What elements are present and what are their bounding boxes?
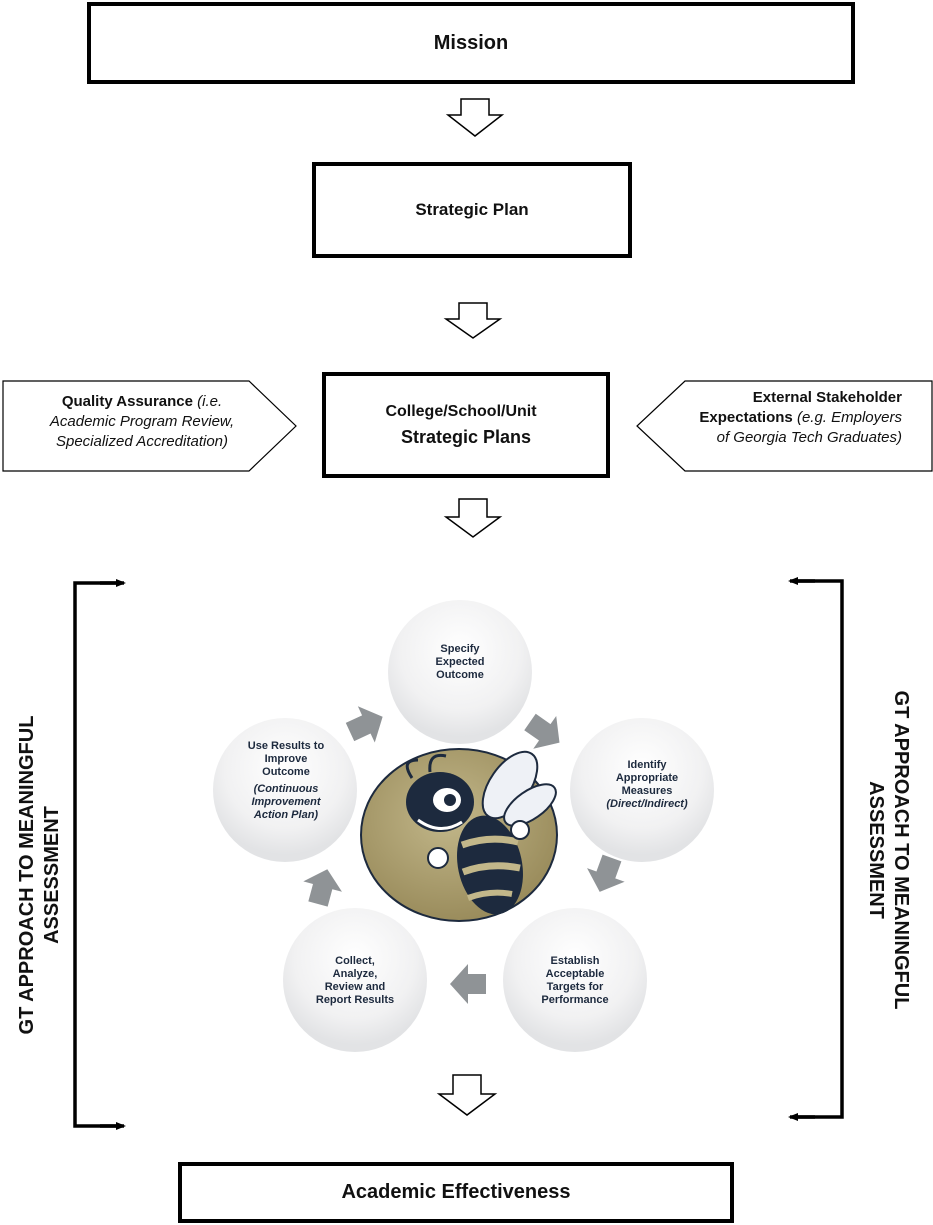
step-text: (Direct/Indirect)	[606, 798, 688, 810]
cycle-arrow-icon	[524, 713, 560, 749]
step-text: Specify	[440, 643, 480, 655]
cycle-arrow-icon	[303, 869, 342, 907]
down-arrow-icon	[443, 498, 503, 538]
quality-assurance-line3: Specialized Accreditation)	[55, 433, 229, 450]
cycle-step-use-results: Use Results to Improve Outcome (Continuo…	[228, 740, 344, 822]
cycle-step-circle	[503, 908, 647, 1052]
cycle-step-circle	[213, 718, 357, 862]
cycle-step-circle	[283, 908, 427, 1052]
step-text: Collect,	[335, 955, 375, 967]
down-arrow-icon	[445, 98, 505, 137]
step-text: Analyze,	[332, 968, 378, 980]
step-text: Expected	[435, 656, 485, 668]
step-text: Establish	[550, 955, 600, 967]
step-text: Appropriate	[615, 772, 679, 784]
step-text: Outcome	[436, 669, 484, 681]
cycle-step-circle	[570, 718, 714, 862]
cycle-step-collect: Collect, Analyze, Review and Report Resu…	[300, 955, 410, 1007]
cycle-arrow-icon	[345, 706, 383, 743]
academic-effectiveness-box: Academic Effectiveness	[178, 1162, 734, 1223]
cycle-step-specify: Specify Expected Outcome	[410, 643, 510, 682]
strategic-plan-label: Strategic Plan	[415, 200, 529, 219]
strategic-plan-box: Strategic Plan	[312, 162, 632, 258]
quality-assurance-title: Quality Assurance	[61, 393, 193, 410]
step-text: Review and	[324, 981, 386, 993]
cycle-step-identify: Identify Appropriate Measures (Direct/In…	[588, 759, 706, 811]
step-text: Outcome	[262, 766, 310, 778]
down-arrow-icon	[436, 1074, 498, 1116]
cycle-arrow-icon	[450, 964, 486, 1004]
step-text: Report Results	[315, 994, 395, 1006]
mission-label: Mission	[433, 31, 509, 54]
academic-effectiveness-label: Academic Effectiveness	[341, 1181, 571, 1203]
step-text: Action Plan)	[253, 809, 319, 821]
unit-plans-line1: College/School/Unit	[385, 402, 537, 420]
quality-assurance-ie: (i.e.	[192, 393, 223, 410]
yellow-jacket-mascot-icon	[360, 748, 558, 922]
step-text: (Continuous	[253, 783, 319, 795]
external-stakeholder-line3: of Georgia Tech Graduates)	[716, 429, 902, 446]
step-text: Use Results to	[247, 740, 325, 752]
step-text: Targets for	[546, 981, 604, 993]
cycle-arrow-icon	[587, 854, 625, 892]
unit-plans-line2: Strategic Plans	[400, 426, 532, 447]
external-stakeholder-line1: External Stakeholder	[752, 389, 902, 406]
step-text: Identify	[627, 759, 667, 771]
step-text: Improvement	[251, 796, 321, 808]
step-text: Improve	[264, 753, 308, 765]
down-arrow-icon	[443, 302, 503, 339]
external-stakeholder-shape	[636, 380, 933, 472]
quality-assurance-text: Quality Assurance (i.e. Academic Program…	[22, 392, 262, 452]
step-text: Performance	[541, 994, 609, 1006]
quality-assurance-shape	[2, 380, 297, 472]
external-stakeholder-text: External Stakeholder Expectations (e.g. …	[656, 388, 902, 448]
step-text: Acceptable	[545, 968, 605, 980]
cycle-step-circle	[388, 600, 532, 744]
mission-box: Mission	[87, 2, 855, 84]
quality-assurance-line2: Academic Program Review,	[49, 413, 235, 430]
external-stakeholder-eg: (e.g. Employers	[792, 409, 902, 426]
external-stakeholder-expectations: Expectations	[699, 409, 793, 426]
unit-strategic-plans-box: College/School/Unit Strategic Plans	[322, 372, 610, 478]
step-text: Measures	[621, 785, 673, 797]
cycle-step-establish: Establish Acceptable Targets for Perform…	[520, 955, 630, 1007]
